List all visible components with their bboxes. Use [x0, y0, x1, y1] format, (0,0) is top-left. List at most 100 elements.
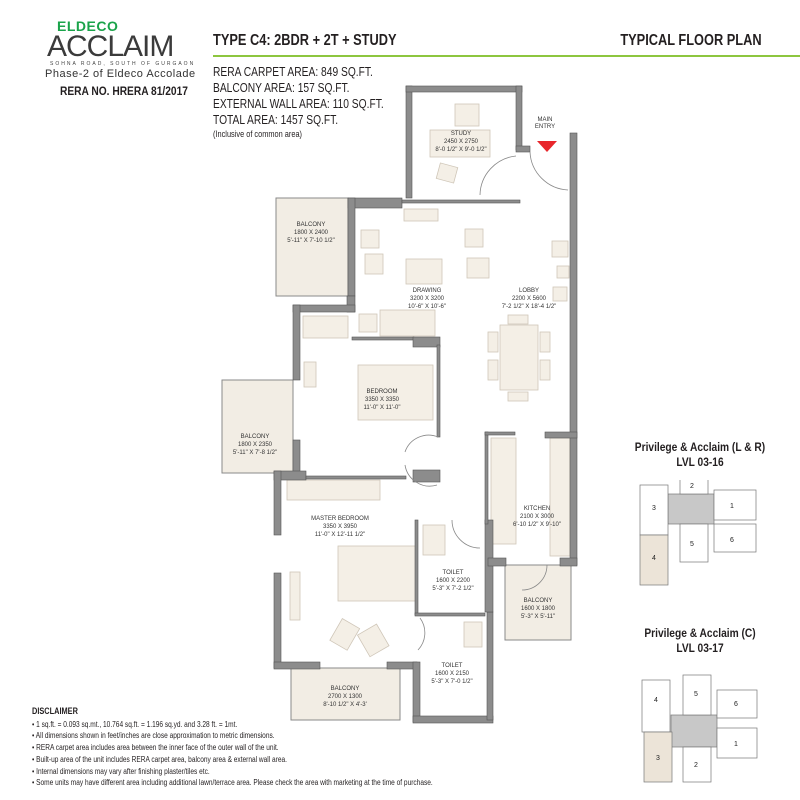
unit-number: 4: [652, 555, 656, 562]
study-dim-ft: 8'-0 1/2" X 9'-0 1/2": [435, 147, 486, 153]
key-plan-title: Privilege & Acclaim (L & R) LVL 03-16: [615, 440, 785, 470]
toilet-label: TOILET: [442, 663, 463, 669]
disclaimer-title: DISCLAIMER: [32, 706, 78, 716]
disclaimer-item: • All dimensions shown in feet/inches ar…: [32, 731, 275, 741]
unit-number: 2: [690, 483, 694, 490]
area-summary: RERA CARPET AREA: 849 SQ.FT. BALCONY ARE…: [213, 64, 384, 140]
balcony-master: [290, 667, 401, 721]
unit-number: 3: [656, 755, 660, 762]
kitchen-label: KITCHEN: [524, 506, 550, 512]
toilet-label: TOILET: [443, 570, 464, 576]
unit-number: 1: [730, 503, 734, 510]
balcony-dim-ft: 8'-10 1/2" X 4'-3': [323, 702, 367, 708]
entry-label: MAIN: [538, 117, 553, 123]
lobby-dim-ft: 7'-2 1/2" X 18'-4 1/2": [502, 304, 557, 310]
balcony-kitchen: [504, 564, 572, 641]
balcony-label: BALCONY: [524, 598, 553, 604]
balconies: [221, 197, 572, 721]
drawing-label: DRAWING: [413, 288, 442, 294]
entry-label: ENTRY: [535, 124, 555, 130]
unit: [716, 689, 758, 719]
balcony-top-left: [275, 197, 349, 297]
area-line: BALCONY AREA: 157 SQ.FT.: [213, 81, 350, 95]
toilet-dim-ft: 5'-3" X 7'-2 1/2": [432, 586, 473, 592]
unit-type-title: TYPE C4: 2BDR + 2T + STUDY: [213, 32, 397, 49]
bedroom-dim-mm: 3350 X 3350: [365, 397, 400, 403]
key-plan-name: Privilege & Acclaim (C): [644, 626, 756, 640]
core: [667, 493, 715, 525]
unit-number: 5: [694, 691, 698, 698]
balcony-label: BALCONY: [241, 434, 270, 440]
unit: [682, 746, 712, 783]
door-swings: [404, 151, 569, 651]
study-label: STUDY: [451, 131, 471, 137]
balcony-dim-mm: 1800 X 2350: [238, 442, 273, 448]
unit-number: 5: [690, 541, 694, 548]
unit: [682, 674, 712, 716]
logo-location: SOHNA ROAD, SOUTH OF GURGAON: [50, 61, 196, 67]
disclaimer-item: • Built-up area of the unit includes RER…: [32, 754, 288, 764]
lobby-dim-mm: 2200 X 5600: [512, 296, 547, 302]
toilet-dim-mm: 1600 X 2200: [436, 578, 471, 584]
balcony-dim-mm: 1600 X 1800: [521, 606, 556, 612]
area-line: EXTERNAL WALL AREA: 110 SQ.FT.: [213, 97, 384, 111]
phase-text: Phase-2 of Eldeco Accolade: [45, 68, 196, 80]
unit: [716, 727, 758, 759]
logo-acclaim: ACCLAIM: [47, 30, 174, 63]
balcony-dim-ft: 5'-11" X 7'-8 1/2": [233, 450, 277, 456]
unit: [639, 484, 669, 536]
unit: [641, 679, 671, 733]
key-plan-level: LVL 03-16: [676, 455, 724, 469]
disclaimer-item: • Some units may have different area inc…: [32, 778, 433, 788]
drawing-dim-ft: 10'-6" X 10'-6": [408, 304, 446, 310]
disclaimer: DISCLAIMER • 1 sq.ft. = 0.093 sq.mt., 10…: [32, 706, 491, 789]
walls: [273, 85, 578, 724]
master-dim-mm: 3350 X 3950: [323, 524, 358, 530]
toilet-dim-ft: 5'-3" X 7'-0 1/2": [431, 679, 472, 685]
balcony-dim-mm: 2700 X 1300: [328, 694, 363, 700]
logo-eldeco: ELDECO: [57, 18, 119, 34]
unit-number: 4: [654, 697, 658, 704]
lobby-label: LOBBY: [519, 288, 539, 294]
balcony-label: BALCONY: [331, 686, 360, 692]
disclaimer-item: • RERA carpet area includes area between…: [32, 743, 279, 753]
master-bedroom-label: MASTER BEDROOM: [311, 516, 369, 522]
balcony-dim-mm: 1800 X 2400: [294, 230, 329, 236]
area-line: RERA CARPET AREA: 849 SQ.FT.: [213, 65, 373, 79]
area-note: (Inclusive of common area): [213, 129, 303, 139]
balcony-dim-ft: 5'-11" X 7'-10 1/2": [287, 238, 334, 244]
unit-number: 6: [734, 701, 738, 708]
plan-title: TYPICAL FLOOR PLAN: [620, 32, 762, 49]
entry-arrow-icon: [537, 141, 557, 152]
balcony-left: [221, 379, 294, 474]
unit-number: 2: [694, 762, 698, 769]
drawing-dim-mm: 3200 X 3200: [410, 296, 445, 302]
key-plan-title: Privilege & Acclaim (C) LVL 03-17: [615, 626, 785, 656]
unit-highlighted: [643, 731, 673, 783]
kitchen-dim-mm: 2100 X 3000: [520, 514, 555, 520]
unit: [679, 480, 709, 495]
disclaimer-item: • 1 sq.ft. = 0.093 sq.mt., 10.764 sq.ft.…: [32, 719, 238, 729]
unit-number: 3: [652, 505, 656, 512]
key-plan-2: 4 3 5 2 6 1: [641, 674, 758, 783]
key-plan-level: LVL 03-17: [676, 641, 724, 655]
balcony-dim-ft: 5'-3" X 5'-11": [521, 614, 555, 620]
study-dim-mm: 2450 X 2750: [444, 139, 479, 145]
bedroom-dim-ft: 11'-0" X 11'-0": [363, 405, 400, 411]
kitchen-dim-ft: 6'-10 1/2" X 9'-10": [513, 522, 561, 528]
master-dim-ft: 11'-0" X 12'-11 1/2": [315, 532, 365, 538]
unit-highlighted: [639, 534, 669, 586]
key-plan-name: Privilege & Acclaim (L & R): [634, 440, 766, 454]
rera-number: RERA NO. HRERA 81/2017: [60, 84, 188, 98]
core: [670, 714, 718, 748]
unit: [679, 523, 709, 563]
unit: [713, 489, 757, 521]
room-labels: STUDY 2450 X 2750 8'-0 1/2" X 9'-0 1/2" …: [233, 117, 561, 708]
unit-number: 1: [734, 741, 738, 748]
toilet-dim-mm: 1600 X 2150: [435, 671, 470, 677]
key-plan-1: 3 4 2 5 1 6: [639, 480, 757, 586]
balcony-label: BALCONY: [297, 222, 326, 228]
unit-number: 6: [730, 537, 734, 544]
bedroom-label: BEDROOM: [366, 389, 397, 395]
